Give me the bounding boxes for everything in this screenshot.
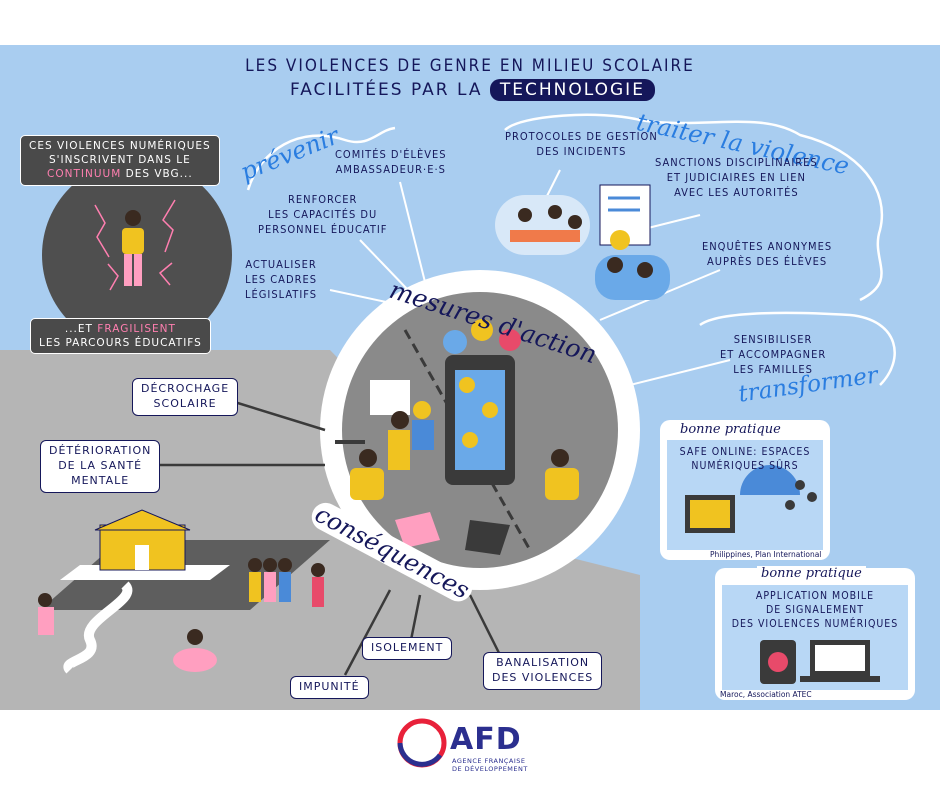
continuum-highlight: CONTINUUM xyxy=(47,168,122,181)
safe-online-illustration xyxy=(685,465,817,533)
meeting-illustration xyxy=(495,184,670,300)
winding-path xyxy=(63,581,133,674)
consequence-isolement: ISOLEMENT xyxy=(362,637,453,660)
consequence-sante-mentale: DÉTÉRIORATION DE LA SANTÉ MENTALE xyxy=(40,440,161,493)
mobile-app-illustration xyxy=(760,640,880,684)
consequence-connectors xyxy=(155,398,502,676)
afd-logo-subtitle-1: AGENCE FRANÇAISE xyxy=(452,757,526,765)
transformer-item-sensibiliser: SENSIBILISER ET ACCOMPAGNER LES FAMILLES xyxy=(720,333,827,376)
students-group-illustration xyxy=(248,558,325,607)
bonne-pratique-1-text: SAFE ONLINE: ESPACES NUMÉRIQUES SÛRS xyxy=(679,446,811,473)
title-line1: LES VIOLENCES DE GENRE EN MILIEU SCOLAIR… xyxy=(245,56,695,76)
consequence-decrochage: DÉCROCHAGE SCOLAIRE xyxy=(132,378,239,416)
bonne-pratique-2-text: APPLICATION MOBILE DE SIGNALEMENT DES VI… xyxy=(731,590,899,631)
school-building-illustration xyxy=(94,509,191,571)
traiter-bracket xyxy=(504,113,884,302)
walking-student-illustration xyxy=(38,593,54,635)
bonne-pratique-1-source: Philippines, Plan International xyxy=(710,550,822,559)
fragilisent-highlight: FRAGILISENT xyxy=(97,323,176,335)
afd-logo-name: AFD xyxy=(450,722,522,757)
fragilisent-box: ...ET FRAGILISENT LES PARCOURS ÉDUCATIFS xyxy=(30,318,211,355)
fragilisent-line1: ...ET FRAGILISENT xyxy=(39,322,202,336)
continuum-line1: CES VIOLENCES NUMÉRIQUES xyxy=(29,140,211,152)
consequence-impunite: IMPUNITÉ xyxy=(290,676,369,699)
continuum-line2: S'INSCRIVENT DANS LE xyxy=(48,154,191,167)
traiter-item-sanctions: SANCTIONS DISCIPLINAIRES ET JUDICIAIRES … xyxy=(655,156,818,199)
continuum-line3-suffix: DES VBG... xyxy=(125,168,193,181)
bonne-pratique-1-heading: bonne pratique xyxy=(680,422,781,437)
fragilisent-prefix: ...ET xyxy=(64,323,93,335)
title-line2-prefix: FACILITÉES PAR LA xyxy=(290,80,483,100)
traiter-item-enquetes: ENQUÊTES ANONYMES AUPRÈS DES ÉLÈVES xyxy=(702,240,833,268)
prevenir-item-comites: COMITÉS D'ÉLÈVES AMBASSADEUR·E·S xyxy=(335,148,447,176)
continuum-line3: CONTINUUM DES VBG... xyxy=(29,167,211,181)
title-line2: FACILITÉES PAR LA TECHNOLOGIE xyxy=(290,79,655,101)
continuum-top-box: CES VIOLENCES NUMÉRIQUES S'INSCRIVENT DA… xyxy=(20,135,220,186)
girl-figure-illustration xyxy=(122,210,144,286)
central-illustration xyxy=(335,319,579,555)
fragilisent-line2: LES PARCOURS ÉDUCATIFS xyxy=(39,337,202,350)
top-white-band xyxy=(0,0,940,45)
consequence-banalisation: BANALISATION DES VIOLENCES xyxy=(483,652,603,690)
transformer-bracket xyxy=(699,311,896,386)
afd-logo-mark xyxy=(397,718,447,768)
bonne-pratique-2-heading: bonne pratique xyxy=(757,566,866,581)
footer-band xyxy=(0,710,940,788)
divider-line xyxy=(403,329,532,551)
prevenir-item-renforcer: RENFORCER LES CAPACITÉS DU PERSONNEL ÉDU… xyxy=(258,193,388,236)
prevenir-connectors xyxy=(329,181,426,306)
transformer-connector xyxy=(629,359,731,386)
lightning-cracks xyxy=(94,199,176,291)
prevenir-bracket xyxy=(246,126,396,191)
title-technology-badge: TECHNOLOGIE xyxy=(489,79,655,101)
traiter-item-protocoles: PROTOCOLES DE GESTION DES INCIDENTS xyxy=(505,130,658,158)
afd-logo-subtitle-2: DE DÉVELOPPEMENT xyxy=(452,765,528,773)
sad-student-illustration xyxy=(173,629,217,672)
prevenir-item-actualiser: ACTUALISER LES CADRES LÉGISLATIFS xyxy=(245,258,318,301)
bonne-pratique-2-source: Maroc, Association ATEC xyxy=(720,690,812,699)
